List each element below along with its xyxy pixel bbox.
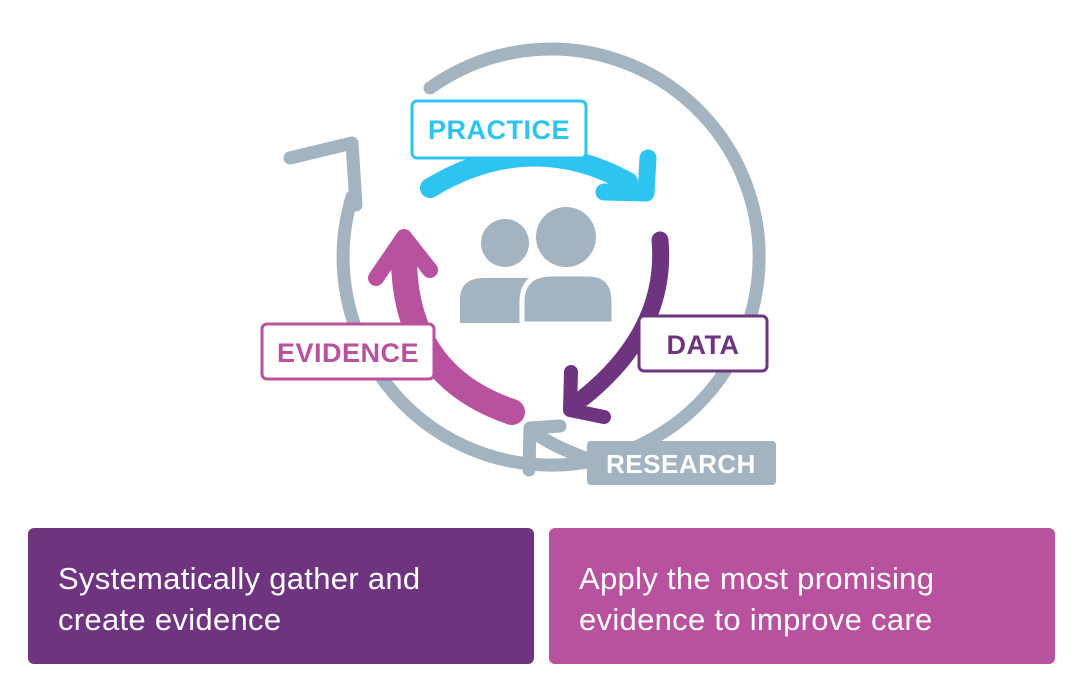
practice-arrow	[420, 146, 657, 202]
people-icon	[460, 207, 617, 327]
research-label: RESEARCH	[587, 441, 776, 485]
gather-evidence-text: Systematically gather and create evidenc…	[58, 561, 421, 637]
data-label-text: DATA	[667, 330, 740, 360]
evidence-label-text: EVIDENCE	[277, 338, 419, 368]
gather-evidence-card: Systematically gather and create evidenc…	[28, 528, 534, 664]
data-label: DATA	[637, 314, 769, 373]
apply-evidence-card: Apply the most promising evidence to imp…	[549, 528, 1055, 664]
apply-evidence-text: Apply the most promising evidence to imp…	[579, 561, 935, 637]
practice-label-text: PRACTICE	[428, 115, 570, 145]
practice-label: PRACTICE	[410, 99, 588, 160]
cycle-diagram: PRACTICE DATA EVIDENCE RESEARCH	[260, 42, 776, 485]
evidence-label: EVIDENCE	[260, 322, 436, 381]
research-label-text: RESEARCH	[606, 449, 756, 479]
